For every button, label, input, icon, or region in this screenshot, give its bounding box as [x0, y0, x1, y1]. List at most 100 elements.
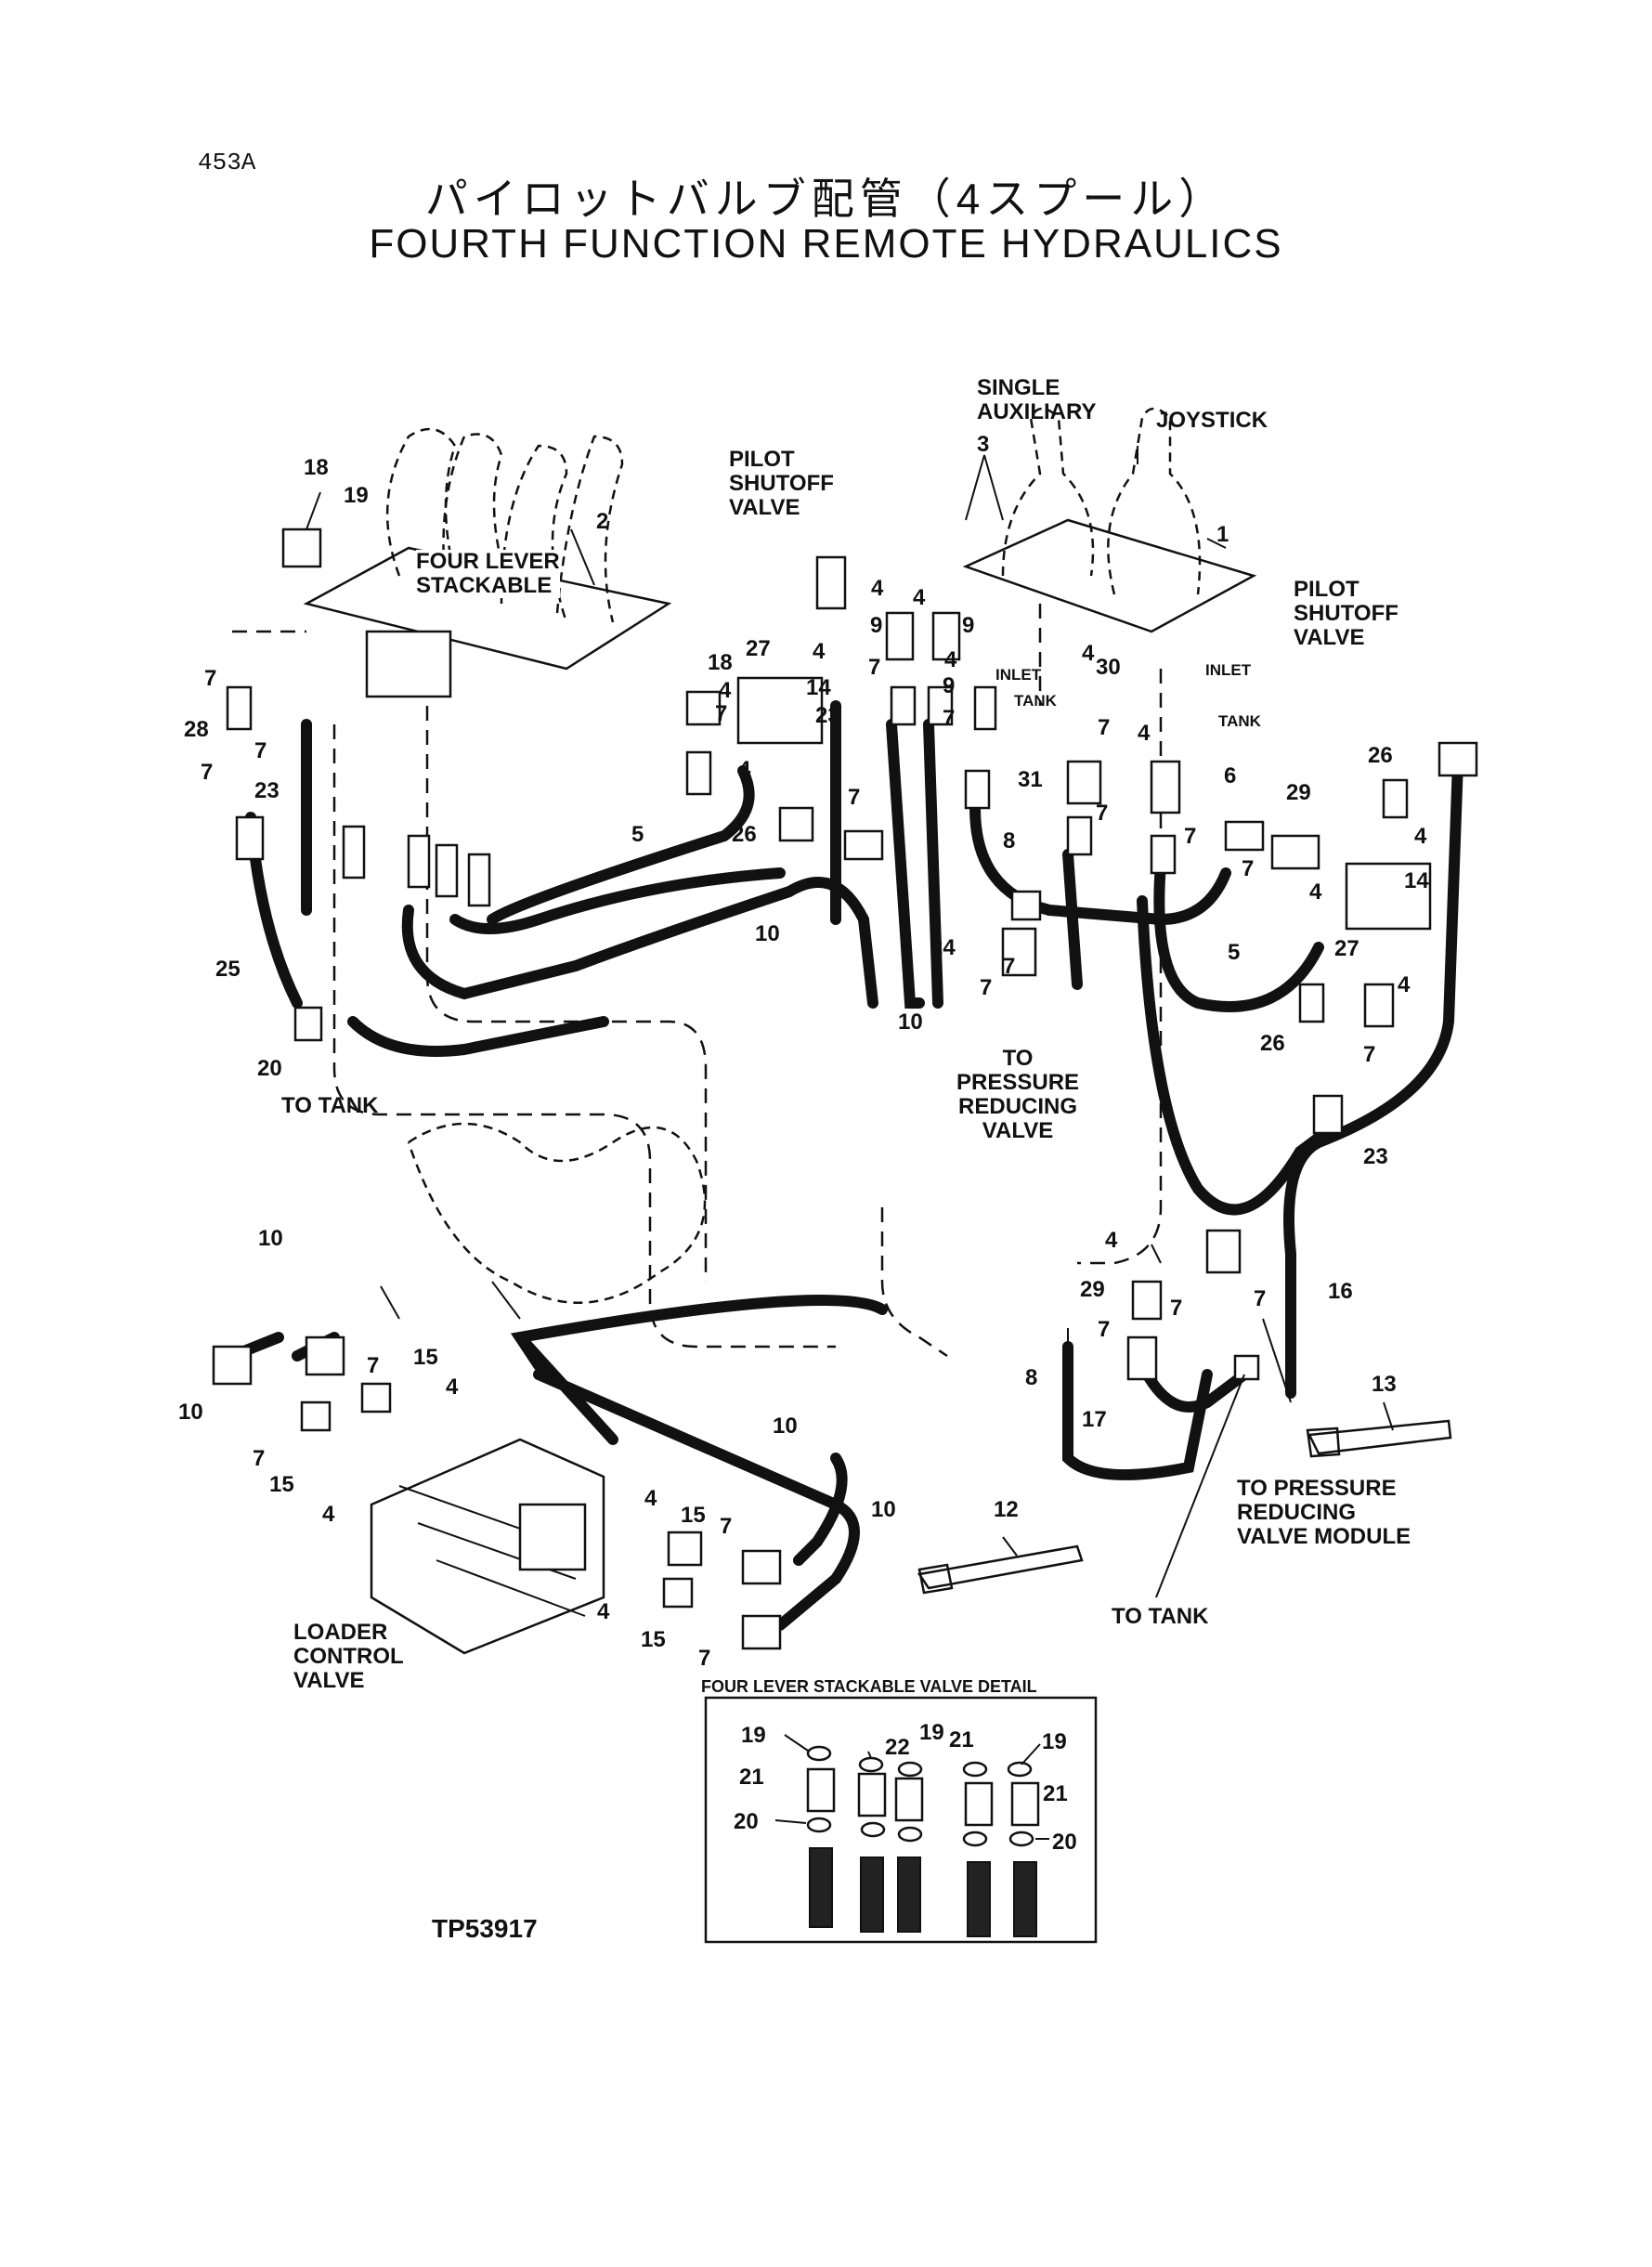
callout-4: 4	[738, 757, 751, 782]
callout-7: 7	[1170, 1296, 1183, 1321]
label-inlet-2: INLET	[1205, 661, 1252, 679]
page-id: 453A	[198, 149, 256, 176]
label-figure-code: TP53917	[432, 1914, 538, 1943]
callout-4: 4	[322, 1502, 335, 1527]
callout-25: 25	[215, 957, 241, 982]
callout-6: 6	[1224, 763, 1237, 788]
callout-10: 10	[898, 1010, 923, 1035]
callout-26: 26	[732, 822, 757, 847]
callout-18: 18	[708, 650, 733, 675]
callout-14: 14	[1404, 868, 1429, 893]
callout-7: 7	[1184, 824, 1197, 849]
callout-20: 20	[257, 1056, 282, 1081]
callout-9: 9	[870, 613, 883, 638]
leader-lines	[306, 446, 1394, 1598]
callout-29: 29	[1080, 1277, 1105, 1302]
callout-4: 4	[813, 639, 826, 664]
loader-control-valve-drawing	[370, 1438, 605, 1655]
callout-10: 10	[871, 1497, 896, 1522]
detail-callout-21: 21	[1043, 1781, 1068, 1806]
callout-4: 4	[597, 1599, 610, 1624]
callout-7: 7	[1098, 1317, 1111, 1342]
callout-15: 15	[641, 1627, 666, 1652]
callout-9: 9	[962, 613, 975, 638]
callout-26: 26	[1260, 1031, 1285, 1056]
callout-9: 9	[943, 673, 956, 698]
callout-26: 26	[1368, 743, 1393, 768]
callout-3: 3	[977, 432, 990, 457]
callout-4: 4	[1414, 824, 1427, 849]
callout-28: 28	[184, 717, 209, 742]
callout-23: 23	[1363, 1144, 1388, 1169]
tool-13-drawing	[1306, 1419, 1452, 1458]
callout-1: 1	[1216, 522, 1229, 547]
callout-7: 7	[253, 1446, 266, 1471]
title-japanese: パイロットバルブ配管（4スプール）	[424, 175, 1228, 223]
callout-23: 23	[815, 703, 840, 728]
callout-10: 10	[773, 1414, 798, 1439]
callout-7: 7	[201, 760, 214, 785]
dashed-routing	[232, 604, 1163, 1358]
callout-5: 5	[631, 822, 644, 847]
callout-4: 4	[1105, 1228, 1118, 1253]
callout-4: 4	[719, 678, 732, 703]
callout-7: 7	[720, 1514, 733, 1539]
callout-4: 4	[1138, 721, 1151, 746]
label-tank-2: TANK	[1218, 712, 1261, 730]
callout-10: 10	[258, 1226, 283, 1251]
callout-4: 4	[1398, 972, 1411, 997]
callout-7: 7	[943, 706, 956, 731]
label-to-pressure-reducing-valve: TO PRESSURE REDUCING VALVE	[956, 1046, 1080, 1143]
callout-23: 23	[254, 778, 280, 803]
callout-29: 29	[1286, 780, 1311, 805]
label-single-auxiliary: SINGLE AUXILIARY	[977, 375, 1097, 424]
label-to-tank-left: TO TANK	[281, 1093, 379, 1118]
callout-15: 15	[681, 1503, 706, 1528]
callout-16: 16	[1328, 1279, 1353, 1304]
callout-15: 15	[413, 1345, 438, 1370]
callout-14: 14	[806, 675, 831, 700]
callout-5: 5	[1228, 940, 1241, 965]
callout-12: 12	[994, 1497, 1019, 1522]
callout-7: 7	[204, 666, 217, 691]
callout-4: 4	[1082, 641, 1095, 666]
callout-15: 15	[269, 1472, 294, 1497]
callout-10: 10	[755, 921, 780, 946]
detail-callout-20: 20	[734, 1809, 759, 1834]
callout-27: 27	[1334, 936, 1359, 961]
callout-7: 7	[1242, 856, 1255, 881]
ghost-machine-outline	[407, 1122, 707, 1304]
four-lever-stackable-drawing	[303, 427, 672, 698]
pilot-shutoff-valve-right	[1345, 862, 1432, 931]
callout-2: 2	[596, 509, 609, 534]
detail-callout-21: 21	[949, 1727, 974, 1752]
callout-7: 7	[980, 975, 993, 1000]
callout-8: 8	[1025, 1365, 1038, 1390]
callout-17: 17	[1082, 1407, 1107, 1432]
callout-4: 4	[446, 1375, 459, 1400]
callout-7: 7	[868, 655, 881, 680]
callout-13: 13	[1372, 1372, 1397, 1397]
callout-24: 24	[930, 935, 956, 960]
title-english: FOURTH FUNCTION REMOTE HYDRAULICS	[369, 221, 1283, 267]
callout-27: 27	[746, 636, 771, 661]
detail-box	[704, 1696, 1098, 1944]
callout-10: 10	[178, 1400, 203, 1425]
detail-callout-19: 19	[919, 1720, 944, 1745]
callout-7: 7	[254, 738, 267, 763]
callout-4: 4	[871, 576, 884, 601]
callout-7: 7	[367, 1353, 380, 1378]
label-detail-title: FOUR LEVER STACKABLE VALVE DETAIL	[701, 1677, 1037, 1696]
callout-7: 7	[1254, 1286, 1267, 1311]
detail-callout-20: 20	[1052, 1830, 1077, 1855]
label-to-pressure-reducing-valve-module: TO PRESSURE REDUCING VALVE MODULE	[1237, 1476, 1411, 1549]
callout-7: 7	[1098, 715, 1111, 740]
label-to-tank-bottom: TO TANK	[1112, 1604, 1209, 1629]
label-four-lever-stackable: FOUR LEVER STACKABLE	[416, 549, 560, 598]
callout-4: 4	[644, 1486, 657, 1511]
label-pilot-shutoff-right: PILOT SHUTOFF VALVE	[1294, 577, 1398, 650]
callout-8: 8	[1003, 828, 1016, 853]
label-loader-control-valve: LOADER CONTROL VALVE	[293, 1620, 404, 1693]
label-pilot-shutoff-left: PILOT SHUTOFF VALVE	[729, 447, 834, 520]
